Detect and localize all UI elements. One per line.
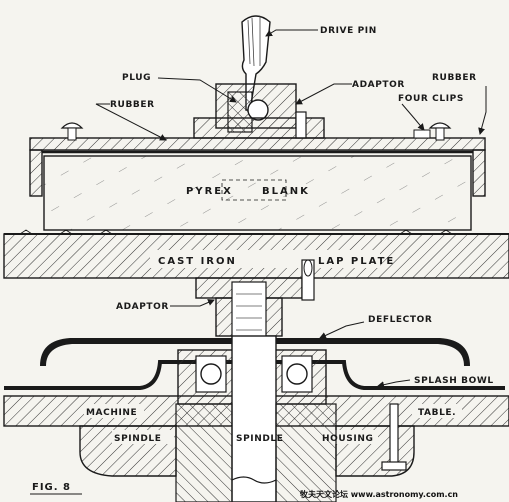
label-table: TABLE. [418, 408, 456, 418]
label-drive-pin: DRIVE PIN [320, 26, 377, 36]
label-machine: MACHINE [86, 408, 137, 418]
label-adaptor-mid: ADAPTOR [116, 302, 169, 312]
label-deflector: DEFLECTOR [368, 315, 432, 325]
label-splash-bowl: SPLASH BOWL [414, 376, 494, 386]
label-spindle-left: SPINDLE [114, 434, 162, 444]
clip-screw-left [60, 122, 84, 129]
label-spindle-center: SPINDLE [236, 434, 284, 444]
watermark-text: 牧夫天文论坛 www.astronomy.com.cn [300, 489, 458, 499]
label-cast-iron: CAST IRON [158, 256, 237, 267]
label-lap-plate: LAP PLATE [318, 256, 395, 267]
label-blank: BLANK [262, 186, 310, 197]
label-adaptor-top: ADAPTOR [352, 80, 405, 90]
label-plug: PLUG [122, 73, 151, 83]
pyrex-blank [43, 155, 472, 231]
label-pyrex: PYREX [186, 186, 233, 197]
label-four-clips: FOUR CLIPS [398, 94, 464, 104]
lower-adaptor [195, 259, 315, 347]
bearing-ball-left [200, 363, 222, 385]
bearing-ball-right [286, 363, 308, 385]
figure-number: FIG. 8 [32, 482, 71, 493]
plug-and-adaptor [193, 83, 325, 139]
label-housing: HOUSING [322, 434, 373, 444]
holder-plate [29, 122, 486, 197]
leader-lines [95, 29, 487, 389]
label-rubber-right: RUBBER [432, 73, 477, 83]
clip-screw-right [428, 122, 452, 129]
label-rubber-left: RUBBER [110, 100, 155, 110]
table-bolt [381, 403, 407, 471]
